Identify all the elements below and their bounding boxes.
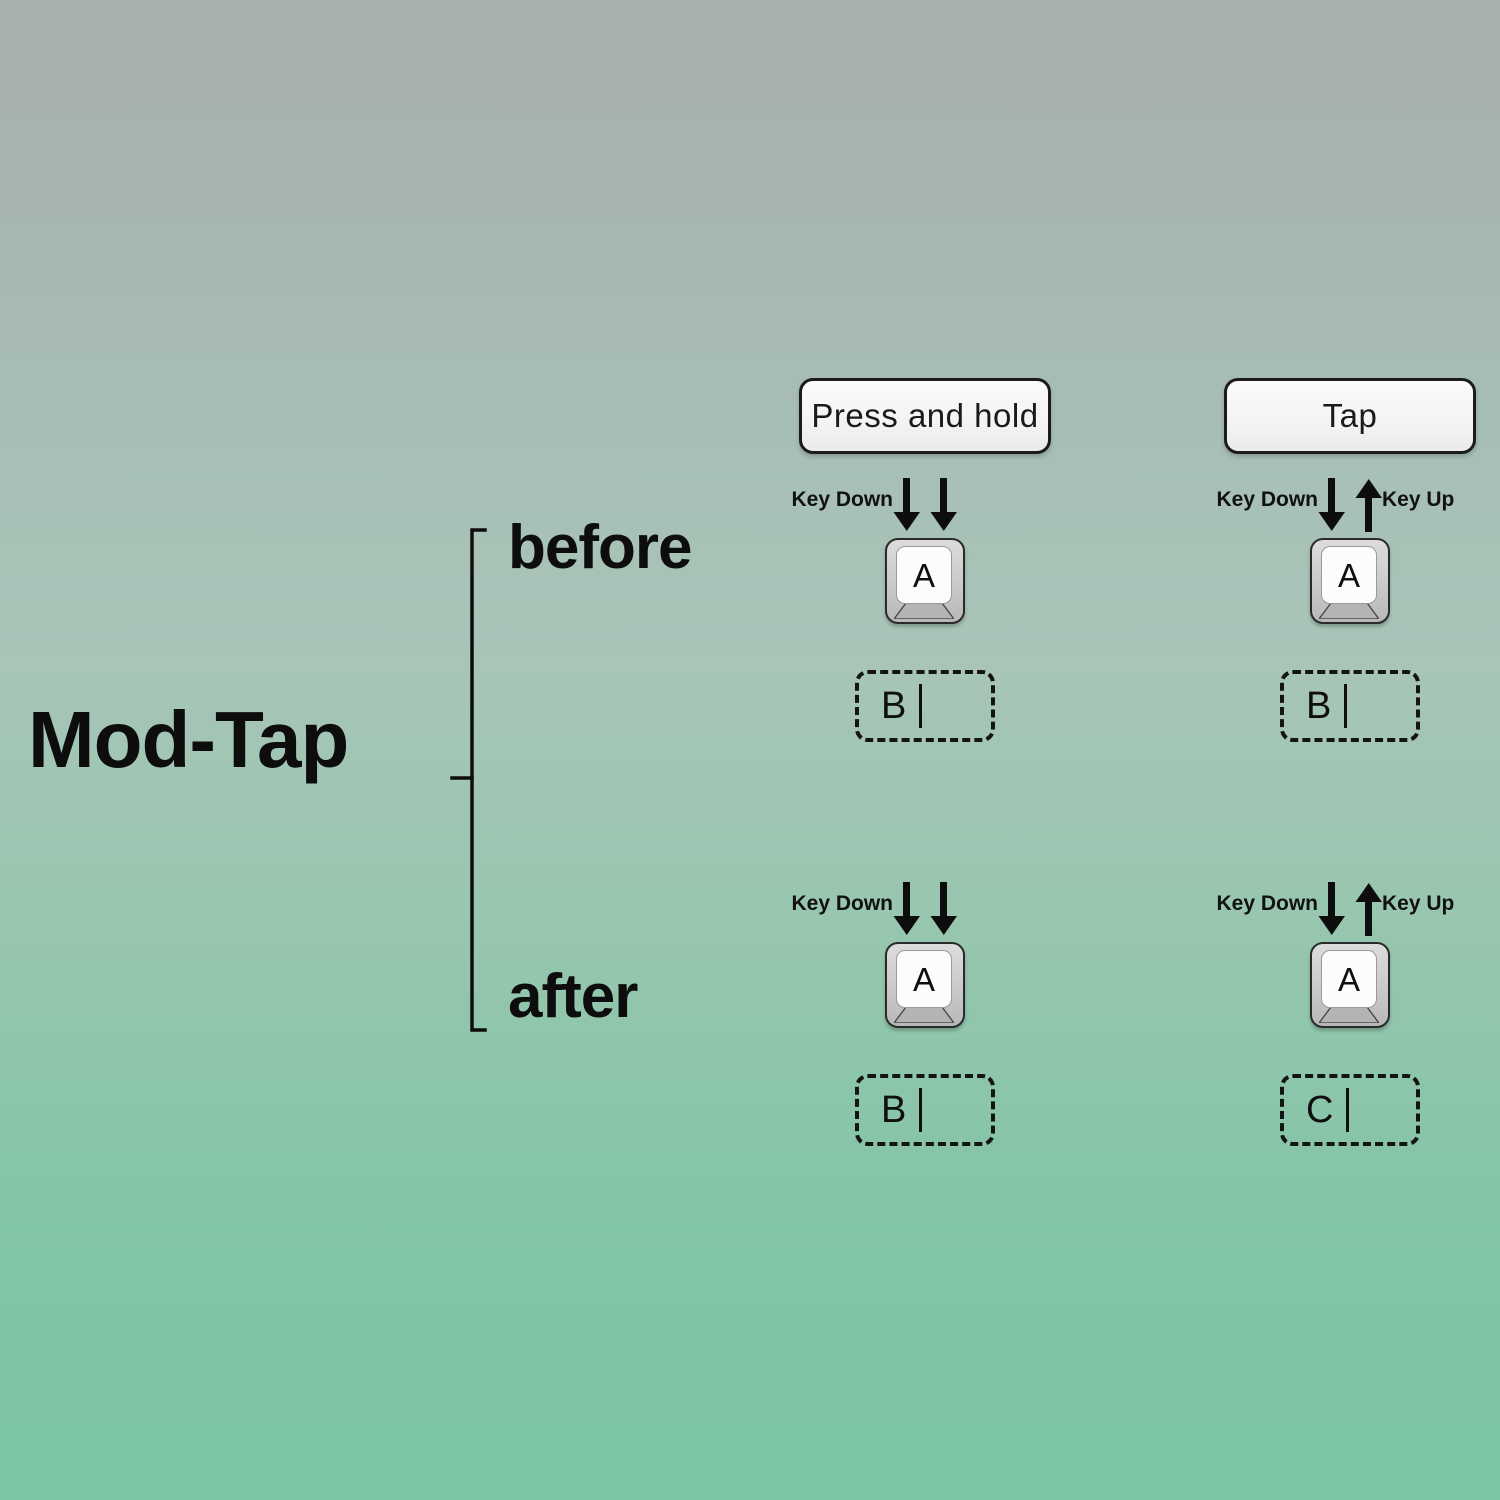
key-down-label: Key Down <box>791 488 893 511</box>
output-field-wrap: B <box>1200 670 1500 750</box>
keycap-wrap: A <box>775 538 1075 638</box>
output-text-field[interactable]: B <box>855 670 995 742</box>
key-up-label: Key Up <box>1382 892 1455 915</box>
keycap-wrap: A <box>775 942 1075 1042</box>
header-pill-tap[interactable]: Tap <box>1224 378 1476 454</box>
output-text-field[interactable]: C <box>1280 1074 1420 1146</box>
row-label-before: before <box>508 513 692 582</box>
arrow-down-down-icon <box>893 882 957 935</box>
output-letter: B <box>1306 685 1332 727</box>
panel-tap-after: Key Down Key Up A <box>1200 880 1500 1154</box>
arrow-down-down-icon <box>893 478 957 531</box>
key-down-label: Key Down <box>791 892 893 915</box>
panel-hold-after: Key Down A <box>775 880 1075 1154</box>
keycap-a[interactable]: A <box>1310 538 1390 624</box>
key-down-label: Key Down <box>1216 892 1318 915</box>
text-caret-icon <box>1344 684 1348 728</box>
panel-tap-before: Tap Key Down Key Up A <box>1200 378 1500 750</box>
keycap-a[interactable]: A <box>885 538 965 624</box>
key-up-label: Key Up <box>1382 488 1455 511</box>
header-pill-press-and-hold[interactable]: Press and hold <box>799 378 1051 454</box>
keycap-wrap: A <box>1200 538 1500 638</box>
row-label-after: after <box>508 962 638 1031</box>
keycap-a[interactable]: A <box>1310 942 1390 1028</box>
text-caret-icon <box>1346 1088 1350 1132</box>
output-text-field[interactable]: B <box>855 1074 995 1146</box>
keycap-face: A <box>1321 950 1377 1008</box>
arrow-row: Key Down <box>775 476 1075 534</box>
page-title: Mod-Tap <box>28 695 349 784</box>
output-letter: B <box>881 1089 907 1131</box>
output-letter: C <box>1306 1089 1334 1131</box>
keycap-skirt-icon <box>1319 603 1379 619</box>
keycap-skirt-icon <box>894 1007 954 1023</box>
arrow-row: Key Down Key Up <box>1200 880 1500 938</box>
output-field-wrap: C <box>1200 1074 1500 1154</box>
keycap-face: A <box>896 950 952 1008</box>
header-pill-label: Press and hold <box>811 397 1039 434</box>
output-letter: B <box>881 685 907 727</box>
arrow-down-up-icon <box>1318 478 1382 532</box>
keycap-letter: A <box>1337 556 1360 594</box>
keycap-skirt-icon <box>894 603 954 619</box>
text-caret-icon <box>919 684 923 728</box>
panel-hold-before: Press and hold Key Down A <box>775 378 1075 750</box>
keycap-wrap: A <box>1200 942 1500 1042</box>
keycap-letter: A <box>1337 960 1360 998</box>
output-field-wrap: B <box>775 670 1075 750</box>
grouping-bracket <box>450 528 487 1032</box>
output-field-wrap: B <box>775 1074 1075 1154</box>
header-pill-label: Tap <box>1322 397 1378 434</box>
keycap-skirt-icon <box>1319 1007 1379 1023</box>
text-caret-icon <box>919 1088 923 1132</box>
keycap-letter: A <box>912 960 935 998</box>
key-down-label: Key Down <box>1216 488 1318 511</box>
arrow-down-up-icon <box>1318 882 1382 936</box>
arrow-row: Key Down Key Up <box>1200 476 1500 534</box>
keycap-a[interactable]: A <box>885 942 965 1028</box>
arrow-row: Key Down <box>775 880 1075 938</box>
keycap-letter: A <box>912 556 935 594</box>
keycap-face: A <box>1321 546 1377 604</box>
keycap-face: A <box>896 546 952 604</box>
output-text-field[interactable]: B <box>1280 670 1420 742</box>
